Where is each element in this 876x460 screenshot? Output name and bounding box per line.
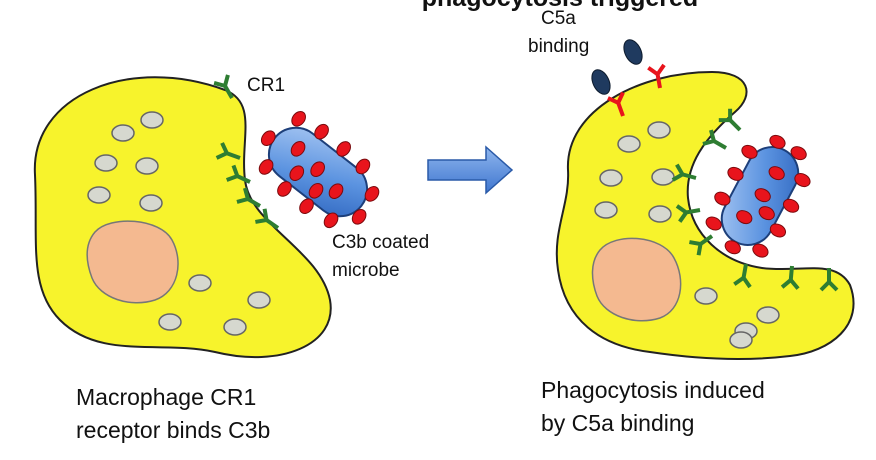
granule [651,168,675,186]
granule [140,111,164,129]
cr1-receptor-icon [215,142,241,160]
c5a-receptor-icon [607,91,625,117]
granule [188,274,212,292]
granule [139,194,163,212]
cr1-receptor-icon [819,268,839,292]
granule [594,201,618,219]
cr1-receptor-icon [225,164,251,184]
c5a-label-line1: C5a [541,8,576,29]
granule [599,169,623,187]
cr1-receptor-icon [689,234,714,256]
left-caption-line2: receptor binds C3b [76,417,270,443]
granule [87,186,111,204]
granule [647,121,671,139]
c5a-receptor-icon [647,63,666,89]
c3b-molecule-icon [258,111,380,229]
microbe-label-line2: microbe [332,260,400,281]
c5a-molecule-icon [623,39,643,65]
left-caption-line1: Macrophage CR1 [76,384,256,410]
left-panel: CR1 C3b coated microbe Macrophage CR1 re… [33,74,429,443]
granule [158,313,182,331]
granule [135,157,159,175]
cr1-receptor-icon [702,129,727,150]
granule [729,331,753,349]
granule [648,205,672,223]
c3b-molecule-icon [705,134,811,258]
c3b-coated-microbe [258,111,380,229]
granule [111,124,135,142]
granule [617,135,641,153]
cr1-receptor-icon [255,208,280,230]
microbe-label-line1: C3b coated [332,232,429,253]
right-caption-line2: by C5a binding [541,410,694,436]
cr1-receptor-icon [236,187,261,208]
nucleus [591,237,682,322]
granule [694,287,718,305]
granule [94,154,118,172]
cr1-receptor-icon [733,263,752,289]
c3b-coated-microbe [705,134,811,258]
right-panel: C5a binding Phagocytosis induced by C5a … [528,8,855,436]
c5a-molecule-icon [591,69,611,95]
granule [247,291,271,309]
nucleus [86,220,179,304]
cr1-receptor-icon [718,108,742,132]
cr1-label: CR1 [247,75,285,96]
title-fragment: phagocytosis triggered [422,0,698,12]
granules [87,111,271,336]
granules [594,121,780,349]
cr1-receptor-icon [213,74,234,99]
right-arrow-icon [427,145,514,195]
cr1-receptor-icon [780,265,800,290]
cr1-receptor-icon [675,204,701,223]
granule [756,306,780,324]
granule [223,318,247,336]
right-caption-line1: Phagocytosis induced [541,377,765,403]
macrophage-cell [33,76,332,359]
cr1-receptor-icon [671,163,697,182]
c5a-label-line2: binding [528,36,589,57]
